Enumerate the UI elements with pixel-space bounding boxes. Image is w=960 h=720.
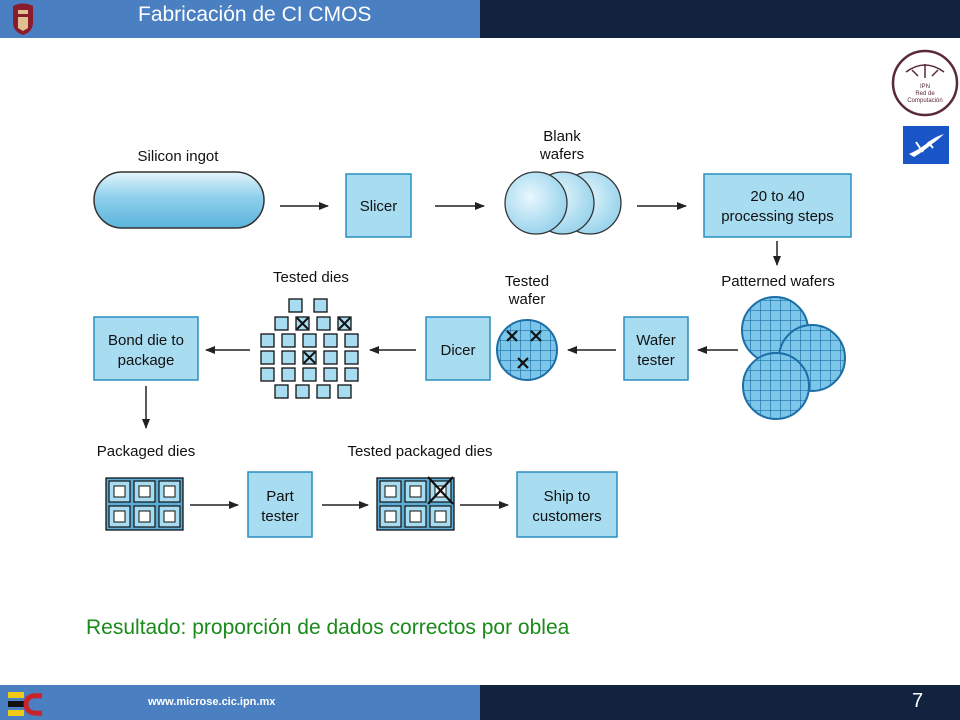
die <box>323 333 338 348</box>
ship-label-line-1: Ship to <box>544 488 591 505</box>
die <box>281 333 296 348</box>
tested-wafer-label-line-2: wafer <box>508 291 546 308</box>
die <box>274 384 289 399</box>
tested-packaged-dies-label: Tested packaged dies <box>347 443 492 460</box>
die <box>344 333 359 348</box>
die <box>281 350 296 365</box>
network-logo-icon: IPN Red de Computación <box>891 49 959 117</box>
die <box>288 298 303 313</box>
footer-bar-right <box>480 685 960 720</box>
page-number: 7 <box>912 690 924 712</box>
network-logo-line-1: IPN <box>920 84 930 90</box>
page-title: Fabricación de CI CMOS <box>138 3 372 26</box>
die <box>302 333 317 348</box>
ship-label-line-2: customers <box>532 508 601 525</box>
bond-die-label-line-2: package <box>118 352 175 369</box>
die <box>260 367 275 382</box>
die <box>274 316 289 331</box>
bond-die-label-line-1: Bond die to <box>108 332 184 349</box>
die <box>281 367 296 382</box>
lizard-logo-icon <box>903 126 949 164</box>
die <box>344 367 359 382</box>
die <box>260 333 275 348</box>
footer-bar-left <box>0 685 480 720</box>
network-logo-line-2: Red de <box>915 91 935 97</box>
packaged-dies-grid <box>105 477 184 531</box>
die <box>337 384 352 399</box>
tested-packaged-dies-grid <box>376 476 455 531</box>
network-logo-line-3: Computación <box>907 98 942 104</box>
processing-steps-box <box>703 173 852 238</box>
part-tester-box <box>247 471 313 538</box>
blank-wafers-label-line-1: Blank <box>543 128 581 145</box>
wafer-tester-label-line-1: Wafer <box>636 332 675 349</box>
part-tester-label-line-1: Part <box>266 488 294 505</box>
slicer-label: Slicer <box>360 198 398 215</box>
cic-logo-icon <box>8 692 43 716</box>
patterned-wafers <box>741 296 846 420</box>
tested-dies-label: Tested dies <box>273 269 349 286</box>
processing-steps-label-line-2: processing steps <box>721 208 834 225</box>
ship-box <box>516 471 618 538</box>
bond-die-box <box>93 316 199 381</box>
die <box>295 384 310 399</box>
header-bar-left <box>0 0 480 38</box>
footer-bar: www.microse.cic.ipn.mx 7 <box>0 685 960 720</box>
dicer-label: Dicer <box>440 342 475 359</box>
die <box>323 367 338 382</box>
ipn-logo-icon <box>13 3 33 35</box>
result-caption: Resultado: proporción de dados correctos… <box>86 616 570 639</box>
blank-wafers-label-line-2: wafers <box>539 146 584 163</box>
header-bar: Fabricación de CI CMOS <box>0 0 960 38</box>
die <box>260 350 275 365</box>
footer-url: www.microse.cic.ipn.mx <box>148 696 276 708</box>
header-bar-right <box>480 0 960 38</box>
wafer-tester-box <box>623 316 689 381</box>
slicer-box <box>345 173 412 238</box>
die <box>344 350 359 365</box>
processing-steps-label-line-1: 20 to 40 <box>750 188 804 205</box>
die <box>316 384 331 399</box>
packaged-dies-label: Packaged dies <box>97 443 195 460</box>
tested-wafer-label-line-1: Tested <box>505 273 549 290</box>
patterned-wafers-label: Patterned wafers <box>721 273 834 290</box>
part-tester-label-line-2: tester <box>261 508 299 525</box>
die <box>302 367 317 382</box>
tested-wafer <box>496 319 558 381</box>
die <box>316 316 331 331</box>
tested-dies-grid <box>260 298 359 399</box>
die <box>313 298 328 313</box>
blank-wafers <box>504 171 622 235</box>
die <box>323 350 338 365</box>
wafer-tester-label-line-2: tester <box>637 352 675 369</box>
silicon-ingot-label: Silicon ingot <box>138 148 220 165</box>
dicer-box <box>425 316 491 381</box>
silicon-ingot <box>93 171 265 229</box>
